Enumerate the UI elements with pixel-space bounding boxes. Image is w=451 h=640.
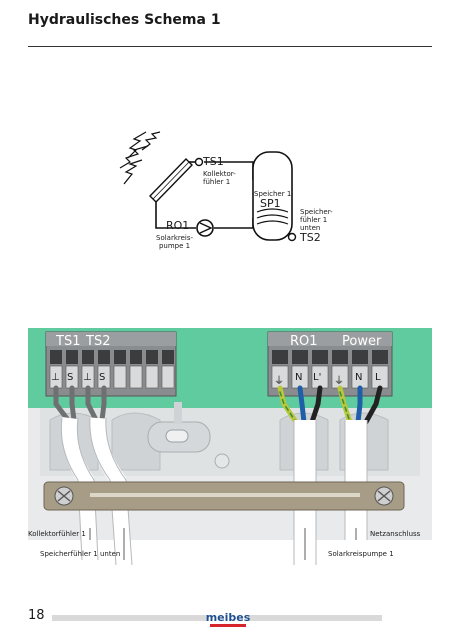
ts2-label: TS2 bbox=[300, 231, 321, 244]
brand-logo-underline bbox=[210, 624, 246, 627]
sun-icon bbox=[119, 131, 161, 185]
housing-clip-icon bbox=[147, 402, 230, 469]
ro1-label: RO1 bbox=[166, 219, 190, 232]
sensor-wires bbox=[53, 385, 107, 423]
ts1-sensor-icon bbox=[194, 157, 204, 167]
brand-logo-text: meibes bbox=[205, 611, 251, 624]
storage-tank-icon bbox=[252, 151, 293, 241]
screw-icon bbox=[374, 486, 394, 506]
page-number: 18 bbox=[28, 608, 45, 623]
pump-icon bbox=[196, 219, 214, 237]
terminal-label-ts1: TS1 bbox=[56, 334, 81, 349]
solar-collector-icon bbox=[149, 158, 193, 203]
wiring-diagram bbox=[28, 328, 432, 566]
brand-logo: meibes bbox=[205, 611, 251, 632]
terminal-label-ro1: RO1 bbox=[290, 334, 318, 349]
screw-icon bbox=[54, 486, 74, 506]
terminal-label-power: Power bbox=[342, 334, 382, 349]
sensor-cables bbox=[61, 417, 132, 566]
power-wires bbox=[277, 385, 383, 425]
caption-pump: Solarkreispumpe 1 bbox=[328, 550, 394, 558]
terminal-block-power bbox=[267, 331, 393, 397]
ts2-caption: Speicher- fühler 1 unten bbox=[300, 208, 333, 232]
hydraulic-schema bbox=[119, 131, 297, 242]
page-title: Hydraulisches Schema 1 bbox=[28, 12, 221, 28]
caption-mains: Netzanschluss bbox=[370, 530, 421, 538]
terminal-mark: S bbox=[67, 372, 74, 383]
strain-relief-bar bbox=[43, 481, 405, 511]
ro1-caption: Solarkreis- pumpe 1 bbox=[156, 234, 194, 250]
terminal-mark: L bbox=[375, 372, 381, 383]
ts1-label: TS1 bbox=[203, 155, 224, 168]
terminal-mark: N bbox=[295, 372, 303, 383]
header-rule bbox=[28, 46, 432, 47]
terminal-mark: ⏚ bbox=[274, 376, 284, 387]
terminal-mark: S bbox=[99, 372, 106, 383]
caption-storage-sensor: Speicherfühler 1 unten bbox=[40, 550, 121, 558]
terminal-block-sensors bbox=[45, 331, 177, 397]
storage-label: SP1 bbox=[260, 197, 281, 210]
terminal-label-ts2: TS2 bbox=[86, 334, 111, 349]
caption-collector-sensor: Kollektorfühler 1 bbox=[28, 530, 86, 538]
ts1-caption: Kollektor- fühler 1 bbox=[203, 170, 236, 186]
storage-caption: Speicher 1 bbox=[254, 190, 292, 198]
terminal-mark: L' bbox=[313, 372, 322, 383]
ts2-sensor-icon bbox=[287, 232, 297, 242]
terminal-mark: ⊥ bbox=[83, 372, 92, 383]
terminal-mark: ⏚ bbox=[334, 376, 344, 387]
terminal-mark: N bbox=[355, 372, 363, 383]
terminal-mark: ⊥ bbox=[51, 372, 60, 383]
